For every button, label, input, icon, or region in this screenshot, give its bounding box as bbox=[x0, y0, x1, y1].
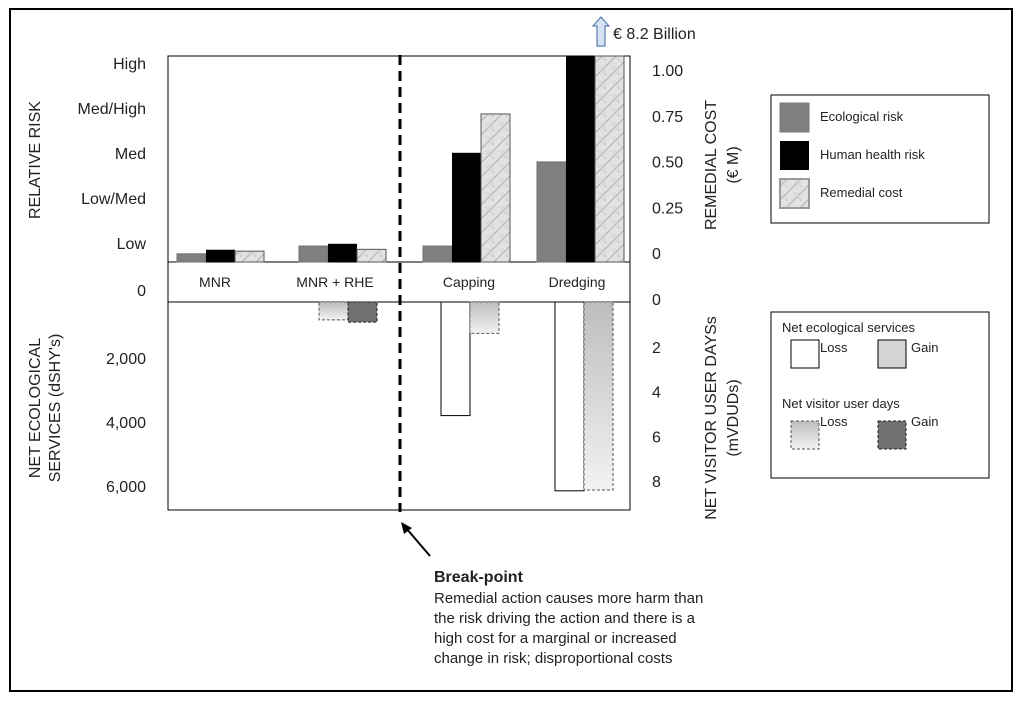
category-label: MNR + RHE bbox=[296, 274, 373, 290]
cost-tick-label: 1.00 bbox=[652, 63, 683, 80]
y2-axis-label-cost-line2: (€ M) bbox=[725, 146, 742, 183]
legend-label-eco-loss: Loss bbox=[820, 340, 848, 355]
y-axis-label-relative-risk: RELATIVE RISK bbox=[27, 101, 44, 219]
cost-tick-label: 0.50 bbox=[652, 155, 683, 172]
cost-tick-label: 0.75 bbox=[652, 109, 683, 126]
y2-axis-label-visitor-line1: NET VISITOR USER DAYSs bbox=[703, 316, 720, 520]
axis-ticks: Low Low/Med Med Med/High High 0 0.25 0.50 0.75 1.… bbox=[78, 56, 684, 496]
bar-remedial-cost bbox=[356, 248, 387, 263]
y2-axis-label-cost-line1: REMEDIAL COST bbox=[703, 100, 720, 230]
eco-tick-label: 0 bbox=[137, 283, 146, 300]
legend-label-eco-gain: Gain bbox=[911, 340, 938, 355]
annotation-arrow-icon bbox=[401, 522, 412, 534]
legend-swatch-eco-loss bbox=[790, 339, 820, 369]
bar-ecological-risk bbox=[176, 253, 207, 263]
annotation-line-4: change in risk; disproportional costs bbox=[434, 650, 672, 667]
bar-human-health-risk bbox=[452, 152, 481, 262]
legend-label-ecological-risk: Ecological risk bbox=[820, 109, 904, 124]
bar-remedial-cost bbox=[594, 55, 625, 263]
figure-frame bbox=[9, 8, 1013, 692]
legend-swatch-ecological-risk bbox=[779, 102, 810, 133]
up-arrow-icon bbox=[591, 16, 611, 47]
legend-swatch-human-health-risk bbox=[780, 141, 809, 170]
category-label: MNR bbox=[199, 274, 231, 290]
y-axis-label-ecological-line1: NET ECOLOGICAL bbox=[27, 338, 44, 478]
eco-tick-label: 4,000 bbox=[106, 415, 146, 432]
overflow-note: € 8.2 Billion bbox=[613, 26, 696, 43]
annotation-line-2: the risk driving the action and there is… bbox=[434, 610, 696, 627]
bar-ecological-risk bbox=[422, 245, 453, 263]
annotation-line-1: Remedial action causes more harm than bbox=[434, 590, 703, 607]
category-label: Capping bbox=[443, 274, 495, 290]
risk-tick-label: Low bbox=[117, 236, 147, 253]
bar-eco-services-loss bbox=[440, 301, 471, 417]
y-axis-label-ecological-line2: SERVICES (dSHY's) bbox=[47, 334, 64, 483]
legend-swatch-visitor-loss bbox=[790, 420, 820, 450]
bar-remedial-cost bbox=[234, 250, 265, 263]
risk-tick-label: Med/High bbox=[78, 101, 146, 118]
visitor-tick-label: 0 bbox=[652, 292, 661, 309]
bar-human-health-risk bbox=[328, 243, 357, 262]
break-point-annotation: Break-point Remedial action causes more … bbox=[401, 522, 703, 667]
legend-risk-cost: Ecological risk Human health risk Remedi… bbox=[770, 94, 990, 224]
risk-tick-label: High bbox=[113, 56, 146, 73]
cost-tick-label: 0.25 bbox=[652, 200, 683, 217]
legend-group2-title: Net visitor user days bbox=[782, 396, 900, 411]
category-labels: MNR MNR + RHE Capping Dredging bbox=[199, 274, 605, 290]
eco-tick-label: 2,000 bbox=[106, 351, 146, 368]
eco-tick-label: 6,000 bbox=[106, 479, 146, 496]
visitor-tick-label: 2 bbox=[652, 340, 661, 357]
visitor-tick-label: 8 bbox=[652, 474, 661, 491]
category-label: Dredging bbox=[549, 274, 606, 290]
risk-tick-label: Low/Med bbox=[81, 191, 146, 208]
bar-visitor-days-gain bbox=[347, 301, 378, 323]
legend-label-remedial-cost: Remedial cost bbox=[820, 185, 903, 200]
legend-net-services: Net ecological services Loss Gain Net vi… bbox=[770, 311, 990, 479]
legend-label-visitor-gain: Gain bbox=[911, 414, 938, 429]
legend-label-human-health-risk: Human health risk bbox=[820, 147, 925, 162]
bar-human-health-risk bbox=[566, 56, 595, 262]
chart-bars bbox=[176, 55, 625, 492]
bar-visitor-days-loss bbox=[318, 301, 349, 321]
visitor-tick-label: 4 bbox=[652, 385, 661, 402]
legend-group1-title: Net ecological services bbox=[782, 320, 915, 335]
legend-swatch-visitor-gain bbox=[877, 420, 907, 450]
overflow-indicator: € 8.2 Billion bbox=[591, 16, 696, 47]
y2-axis-label-visitor-line2: (mVDUDs) bbox=[725, 379, 742, 456]
annotation-line-3: high cost for a marginal or increased bbox=[434, 630, 677, 647]
bar-human-health-risk bbox=[206, 249, 235, 262]
bar-ecological-risk bbox=[298, 245, 329, 263]
cost-tick-label: 0 bbox=[652, 246, 661, 263]
annotation-arrow-line bbox=[405, 527, 431, 557]
visitor-tick-label: 6 bbox=[652, 429, 661, 446]
risk-tick-label: Med bbox=[115, 146, 146, 163]
legend-label-visitor-loss: Loss bbox=[820, 414, 848, 429]
bar-remedial-cost bbox=[480, 113, 511, 263]
annotation-title: Break-point bbox=[434, 569, 524, 586]
bar-eco-services-loss bbox=[554, 301, 585, 492]
bar-visitor-days-loss bbox=[469, 301, 500, 334]
legend-swatch-remedial-cost bbox=[779, 178, 810, 209]
bar-ecological-risk bbox=[536, 161, 567, 263]
legend-swatch-eco-gain bbox=[877, 339, 907, 369]
bar-visitor-days-loss bbox=[583, 301, 614, 491]
